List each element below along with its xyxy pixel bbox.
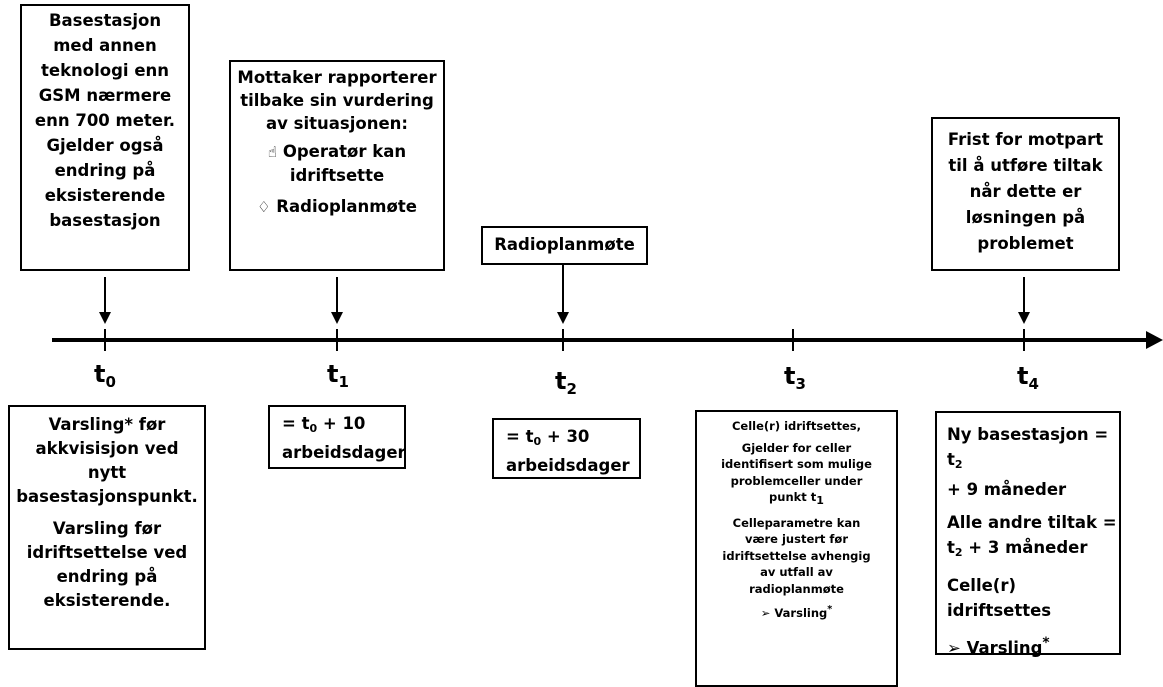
- top-box-t1: Mottaker rapporterer tilbake sin vurderi…: [229, 60, 445, 271]
- top-box-t0-line: teknologi enn: [40, 61, 170, 80]
- option-up-label: Operatør kan: [282, 142, 407, 161]
- t-base: t: [784, 362, 796, 390]
- bottom-box-t0-line: nytt: [87, 463, 127, 482]
- bottom-box-t2: = t0 + 30 arbeidsdager: [492, 418, 641, 479]
- bottom-box-t4-line: Celle(r) idriftsettes: [947, 576, 1052, 620]
- top-box-t0-line: GSM nærmere: [38, 86, 172, 105]
- t-sub: 2: [566, 380, 577, 398]
- option-operator-2: idriftsette: [289, 166, 385, 185]
- formula-sub: 0: [533, 435, 542, 448]
- bottom-box-t4-line: + 9 måneder: [947, 480, 1067, 499]
- alle-tiltak-post: + 3 måneder: [962, 538, 1088, 557]
- bottom-box-t3-line: problemceller under: [730, 473, 863, 488]
- top-box-t4: Frist for motpart til å utføre tiltak nå…: [931, 117, 1120, 271]
- bottom-box-t3-line: punkt t1: [697, 489, 896, 510]
- timeline-label-t3: t3: [784, 362, 806, 393]
- t-sub: 4: [1028, 375, 1039, 393]
- top-box-t0: Basestasjon med annen teknologi enn GSM …: [20, 4, 190, 271]
- timeline-label-t1: t1: [327, 360, 349, 391]
- formula-prefix: = t: [506, 427, 534, 446]
- top-box-t2-label: Radioplanmøte: [494, 235, 635, 254]
- bottom-box-t3-line: være justert før: [744, 532, 849, 546]
- bottom-box-t1: = t0 + 10 arbeidsdager: [268, 405, 406, 469]
- bottom-box-t2-formula: = t0 + 30: [506, 425, 639, 454]
- bottom-box-t3-line: idriftsettelse avhengig: [722, 548, 871, 563]
- timeline-label-t0: t0: [94, 360, 116, 391]
- top-box-t4-line: til å utføre tiltak: [948, 156, 1103, 175]
- t-base: t: [327, 360, 339, 388]
- t-sub: 3: [795, 375, 806, 393]
- thumbs-up-icon: ☝: [267, 143, 278, 161]
- bottom-box-t4: Ny basestasjon = t2 + 9 måneder Alle and…: [935, 411, 1121, 658]
- formula-sub: 0: [309, 422, 318, 435]
- t-sub: 0: [105, 373, 116, 391]
- bottom-box-t3-varsling: ➢ Varsling*: [697, 602, 896, 621]
- t-sub: 1: [338, 373, 349, 391]
- varsling-sup: *: [827, 604, 833, 615]
- top-box-t4-line: løsningen på: [965, 208, 1086, 227]
- option-operator: ☝ Operatør kan: [231, 140, 443, 164]
- bottom-box-t3-line: Celleparametre kan: [732, 515, 861, 530]
- top-box-t0-line: endring på: [54, 161, 156, 180]
- t-base: t: [94, 360, 106, 388]
- formula-suffix: + 10: [317, 414, 366, 433]
- timeline-arrowhead-icon: [1146, 331, 1163, 349]
- formula-suffix: + 30: [541, 427, 590, 446]
- option-down-label: Radioplanmøte: [276, 197, 417, 216]
- bullet-arrow-icon: ➢: [947, 638, 961, 658]
- bottom-box-t3-line: Gjelder for celler: [741, 440, 852, 455]
- bottom-box-t0-line: eksisterende.: [43, 591, 171, 610]
- bottom-box-t0-line: akkvisisjon ved: [35, 439, 179, 458]
- top-box-t1-line: tilbake sin vurdering: [240, 91, 434, 110]
- top-box-t0-line: Gjelder også: [46, 136, 164, 155]
- bottom-box-t3-line: Celle(r) idriftsettes,: [731, 419, 862, 433]
- thumbs-down-icon: ♢: [257, 198, 271, 216]
- bottom-box-t1-formula: = t0 + 10: [282, 412, 404, 441]
- bottom-box-t3-line: av utfall av: [760, 565, 833, 579]
- bottom-box-t4-line: Alle andre tiltak =: [947, 513, 1117, 532]
- ny-basestasjon-sub: 2: [954, 458, 963, 471]
- top-box-t0-line: med annen: [53, 36, 157, 55]
- bottom-box-t4-line: Ny basestasjon = t2: [947, 422, 1119, 477]
- varsling-label: Varsling: [966, 638, 1043, 658]
- top-box-t0-line: enn 700 meter.: [34, 111, 176, 130]
- top-box-t4-line: når dette er: [969, 182, 1082, 201]
- bottom-box-t2-unit: arbeidsdager: [506, 456, 630, 475]
- t-base: t: [555, 367, 567, 395]
- varsling-sup: *: [1042, 635, 1050, 651]
- bottom-box-t0-line: Varsling* før: [48, 415, 166, 434]
- timeline-label-t2: t2: [555, 367, 577, 398]
- bottom-box-t0-line: idriftsettelse ved: [26, 543, 188, 562]
- bottom-box-t0-line: Varsling før: [52, 519, 162, 538]
- top-box-t0-line: Basestasjon: [48, 11, 162, 30]
- top-box-t1-line: av situasjonen:: [266, 114, 408, 133]
- varsling-label: Varsling: [774, 605, 828, 620]
- alle-tiltak-t: t: [947, 538, 955, 557]
- top-box-t0-line: basestasjon: [49, 211, 161, 230]
- formula-prefix: = t: [282, 414, 310, 433]
- bullet-arrow-icon: ➢: [760, 605, 771, 620]
- alle-tiltak-sub: 2: [954, 546, 963, 559]
- bottom-box-t1-unit: arbeidsdager: [282, 443, 406, 462]
- top-box-t2: Radioplanmøte: [481, 226, 648, 265]
- top-box-t0-line: eksisterende: [44, 186, 166, 205]
- bottom-box-t0-line: basestasjonspunkt.: [16, 487, 198, 506]
- top-box-t4-line: Frist for motpart: [947, 130, 1104, 149]
- bottom-box-t4-line: t2 + 3 måneder: [947, 535, 1119, 565]
- bottom-box-t0: Varsling* før akkvisisjon ved nytt bases…: [8, 405, 206, 650]
- ny-basestasjon-label: Ny basestasjon = t: [947, 425, 1109, 469]
- bottom-box-t0-line: endring på: [56, 567, 158, 586]
- timeline-label-t4: t4: [1017, 362, 1039, 393]
- top-box-t4-line: problemet: [977, 234, 1074, 253]
- t-base: t: [1017, 362, 1029, 390]
- punkt-label: punkt t: [769, 490, 817, 504]
- option-radioplan: ♢ Radioplanmøte: [231, 195, 443, 219]
- bottom-box-t3-line: radioplanmøte: [749, 581, 844, 596]
- top-box-t1-line: Mottaker rapporterer: [237, 68, 437, 87]
- bottom-box-t3-line: identifisert som mulige: [721, 457, 872, 471]
- bottom-box-t3: Celle(r) idriftsettes, Gjelder for celle…: [695, 410, 898, 687]
- punkt-sub: 1: [816, 494, 824, 507]
- bottom-box-t4-varsling: ➢ Varsling*: [947, 631, 1119, 661]
